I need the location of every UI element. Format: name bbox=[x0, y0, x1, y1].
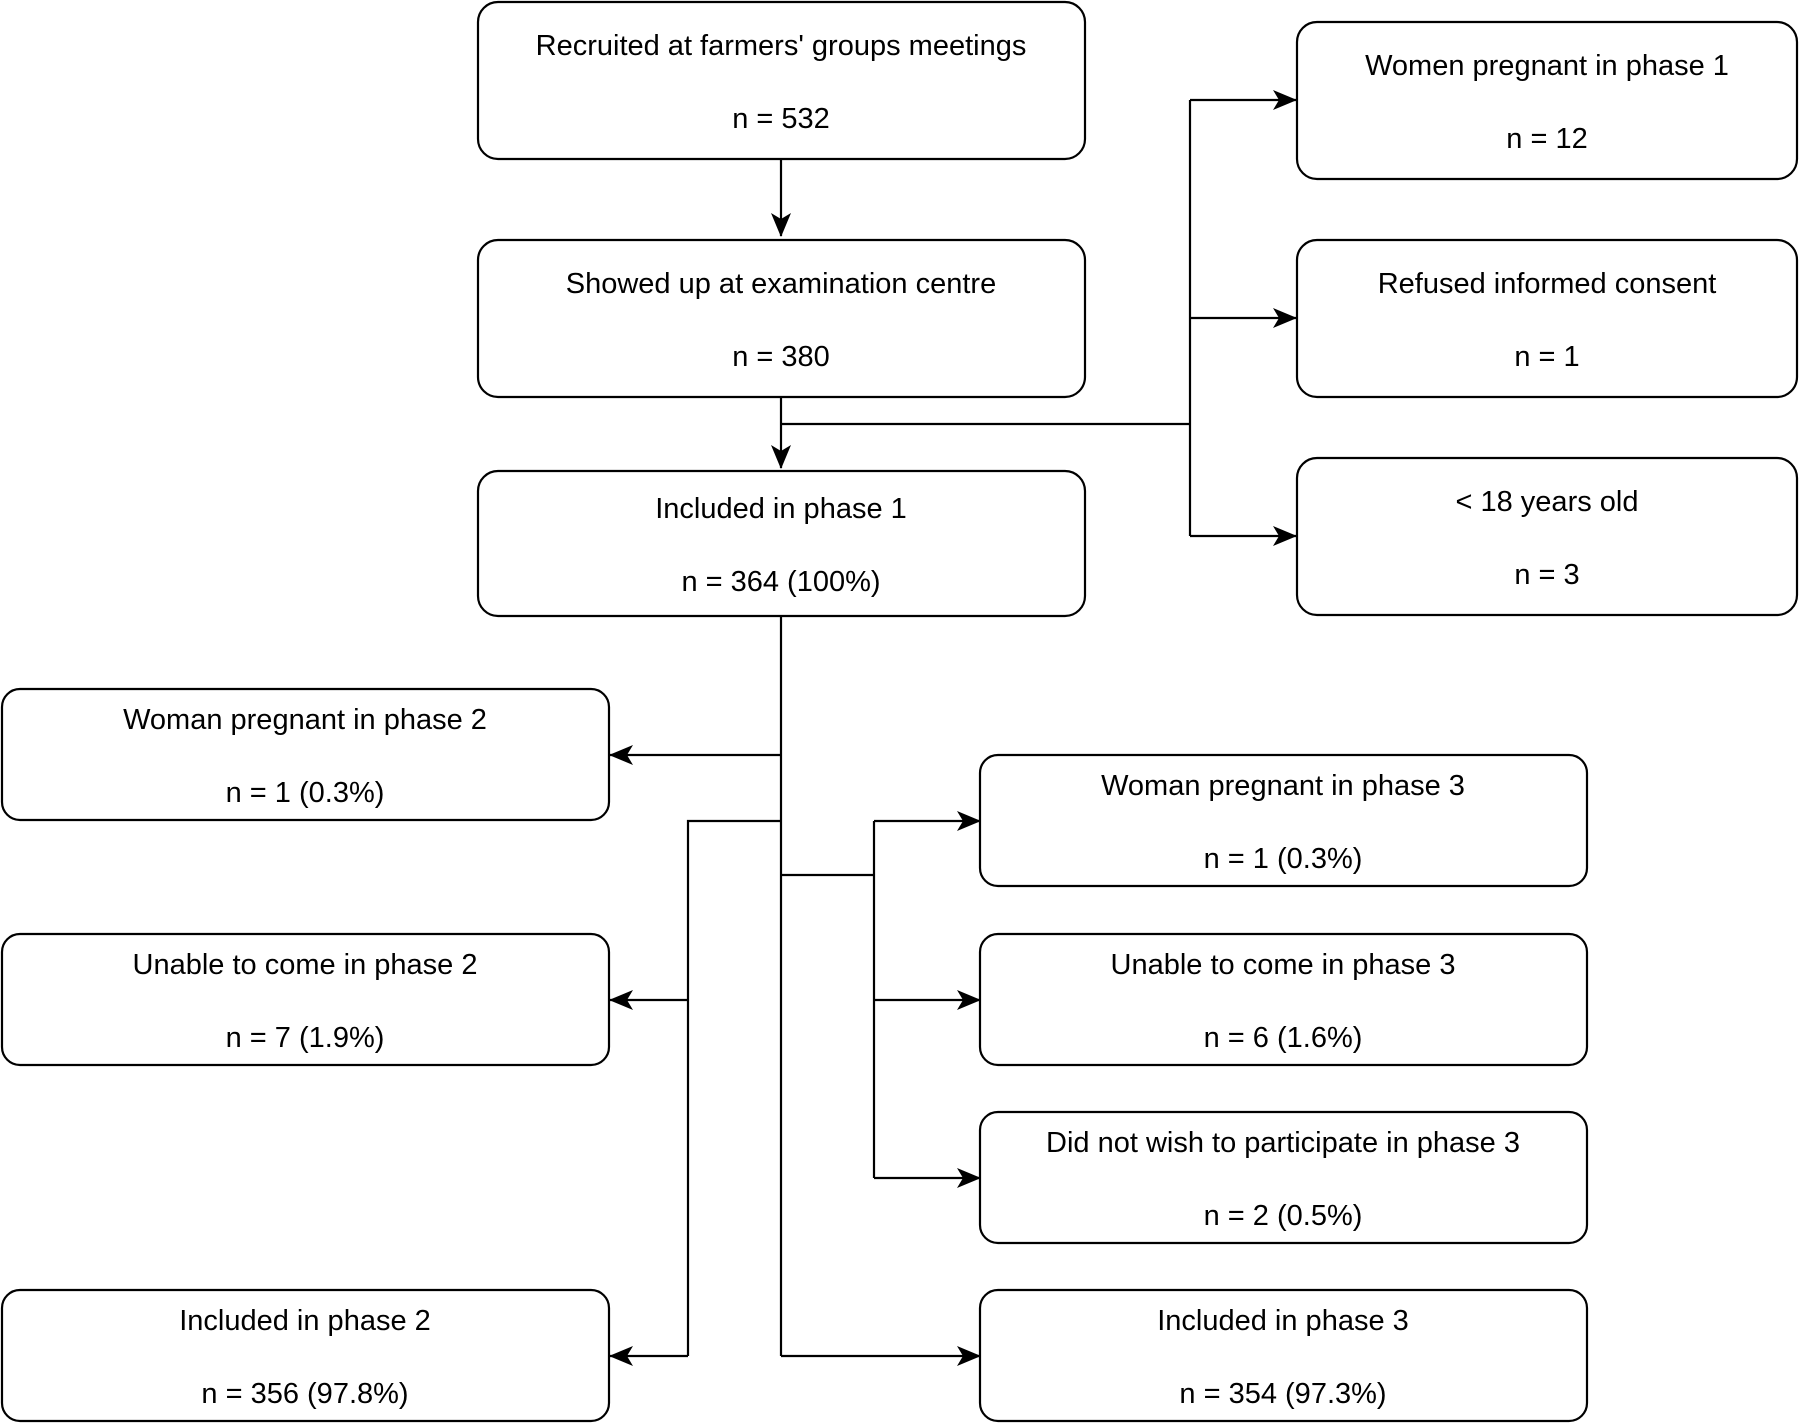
box-included-phase1: Included in phase 1 n = 364 (100%) bbox=[476, 469, 1087, 618]
box-showed-up-count: n = 380 bbox=[732, 341, 830, 373]
box-showed-up: Showed up at examination centre n = 380 bbox=[476, 238, 1087, 399]
box-included-phase1-count: n = 364 (100%) bbox=[681, 566, 880, 598]
box-under-18: < 18 years old n = 3 bbox=[1295, 456, 1799, 617]
box-unable-phase3-title: Unable to come in phase 3 bbox=[1111, 949, 1456, 981]
box-pregnant-phase2: Woman pregnant in phase 2 n = 1 (0.3%) bbox=[0, 687, 611, 822]
box-pregnant-phase2-count: n = 1 (0.3%) bbox=[226, 777, 385, 809]
connectors bbox=[609, 90, 1297, 1366]
box-unable-phase3-count: n = 6 (1.6%) bbox=[1204, 1022, 1363, 1054]
box-recruited-count: n = 532 bbox=[732, 103, 830, 135]
box-showed-up-title: Showed up at examination centre bbox=[566, 268, 996, 300]
box-refused-consent-title: Refused informed consent bbox=[1378, 268, 1717, 300]
box-pregnant-phase2-title: Woman pregnant in phase 2 bbox=[123, 704, 487, 736]
box-under-18-title: < 18 years old bbox=[1456, 486, 1639, 518]
box-included-phase3-title: Included in phase 3 bbox=[1157, 1305, 1409, 1337]
box-included-phase3: Included in phase 3 n = 354 (97.3%) bbox=[978, 1288, 1589, 1423]
box-pregnant-phase1-count: n = 12 bbox=[1506, 123, 1587, 155]
box-no-wish-phase3-count: n = 2 (0.5%) bbox=[1204, 1200, 1363, 1232]
box-included-phase2-count: n = 356 (97.8%) bbox=[201, 1378, 408, 1410]
box-included-phase2-title: Included in phase 2 bbox=[179, 1305, 431, 1337]
box-pregnant-phase3-title: Woman pregnant in phase 3 bbox=[1101, 770, 1465, 802]
box-unable-phase2-title: Unable to come in phase 2 bbox=[133, 949, 478, 981]
box-refused-consent-count: n = 1 bbox=[1514, 341, 1579, 373]
box-included-phase2: Included in phase 2 n = 356 (97.8%) bbox=[0, 1288, 611, 1423]
edge-phase2-branch bbox=[686, 819, 781, 1356]
box-included-phase1-title: Included in phase 1 bbox=[655, 493, 907, 525]
box-pregnant-phase3-count: n = 1 (0.3%) bbox=[1204, 843, 1363, 875]
box-recruited-title: Recruited at farmers' groups meetings bbox=[536, 30, 1027, 62]
box-pregnant-phase1: Women pregnant in phase 1 n = 12 bbox=[1295, 20, 1799, 181]
box-refused-consent: Refused informed consent n = 1 bbox=[1295, 238, 1799, 399]
box-unable-phase2: Unable to come in phase 2 n = 7 (1.9%) bbox=[0, 932, 611, 1067]
box-pregnant-phase1-title: Women pregnant in phase 1 bbox=[1365, 50, 1729, 82]
box-unable-phase2-count: n = 7 (1.9%) bbox=[226, 1022, 385, 1054]
box-no-wish-phase3-title: Did not wish to participate in phase 3 bbox=[1046, 1127, 1520, 1159]
box-under-18-count: n = 3 bbox=[1514, 559, 1579, 591]
box-pregnant-phase3: Woman pregnant in phase 3 n = 1 (0.3%) bbox=[978, 753, 1589, 888]
box-unable-phase3: Unable to come in phase 3 n = 6 (1.6%) bbox=[978, 932, 1589, 1067]
box-included-phase3-count: n = 354 (97.3%) bbox=[1179, 1378, 1386, 1410]
box-no-wish-phase3: Did not wish to participate in phase 3 n… bbox=[978, 1110, 1589, 1245]
box-recruited: Recruited at farmers' groups meetings n … bbox=[476, 0, 1087, 161]
